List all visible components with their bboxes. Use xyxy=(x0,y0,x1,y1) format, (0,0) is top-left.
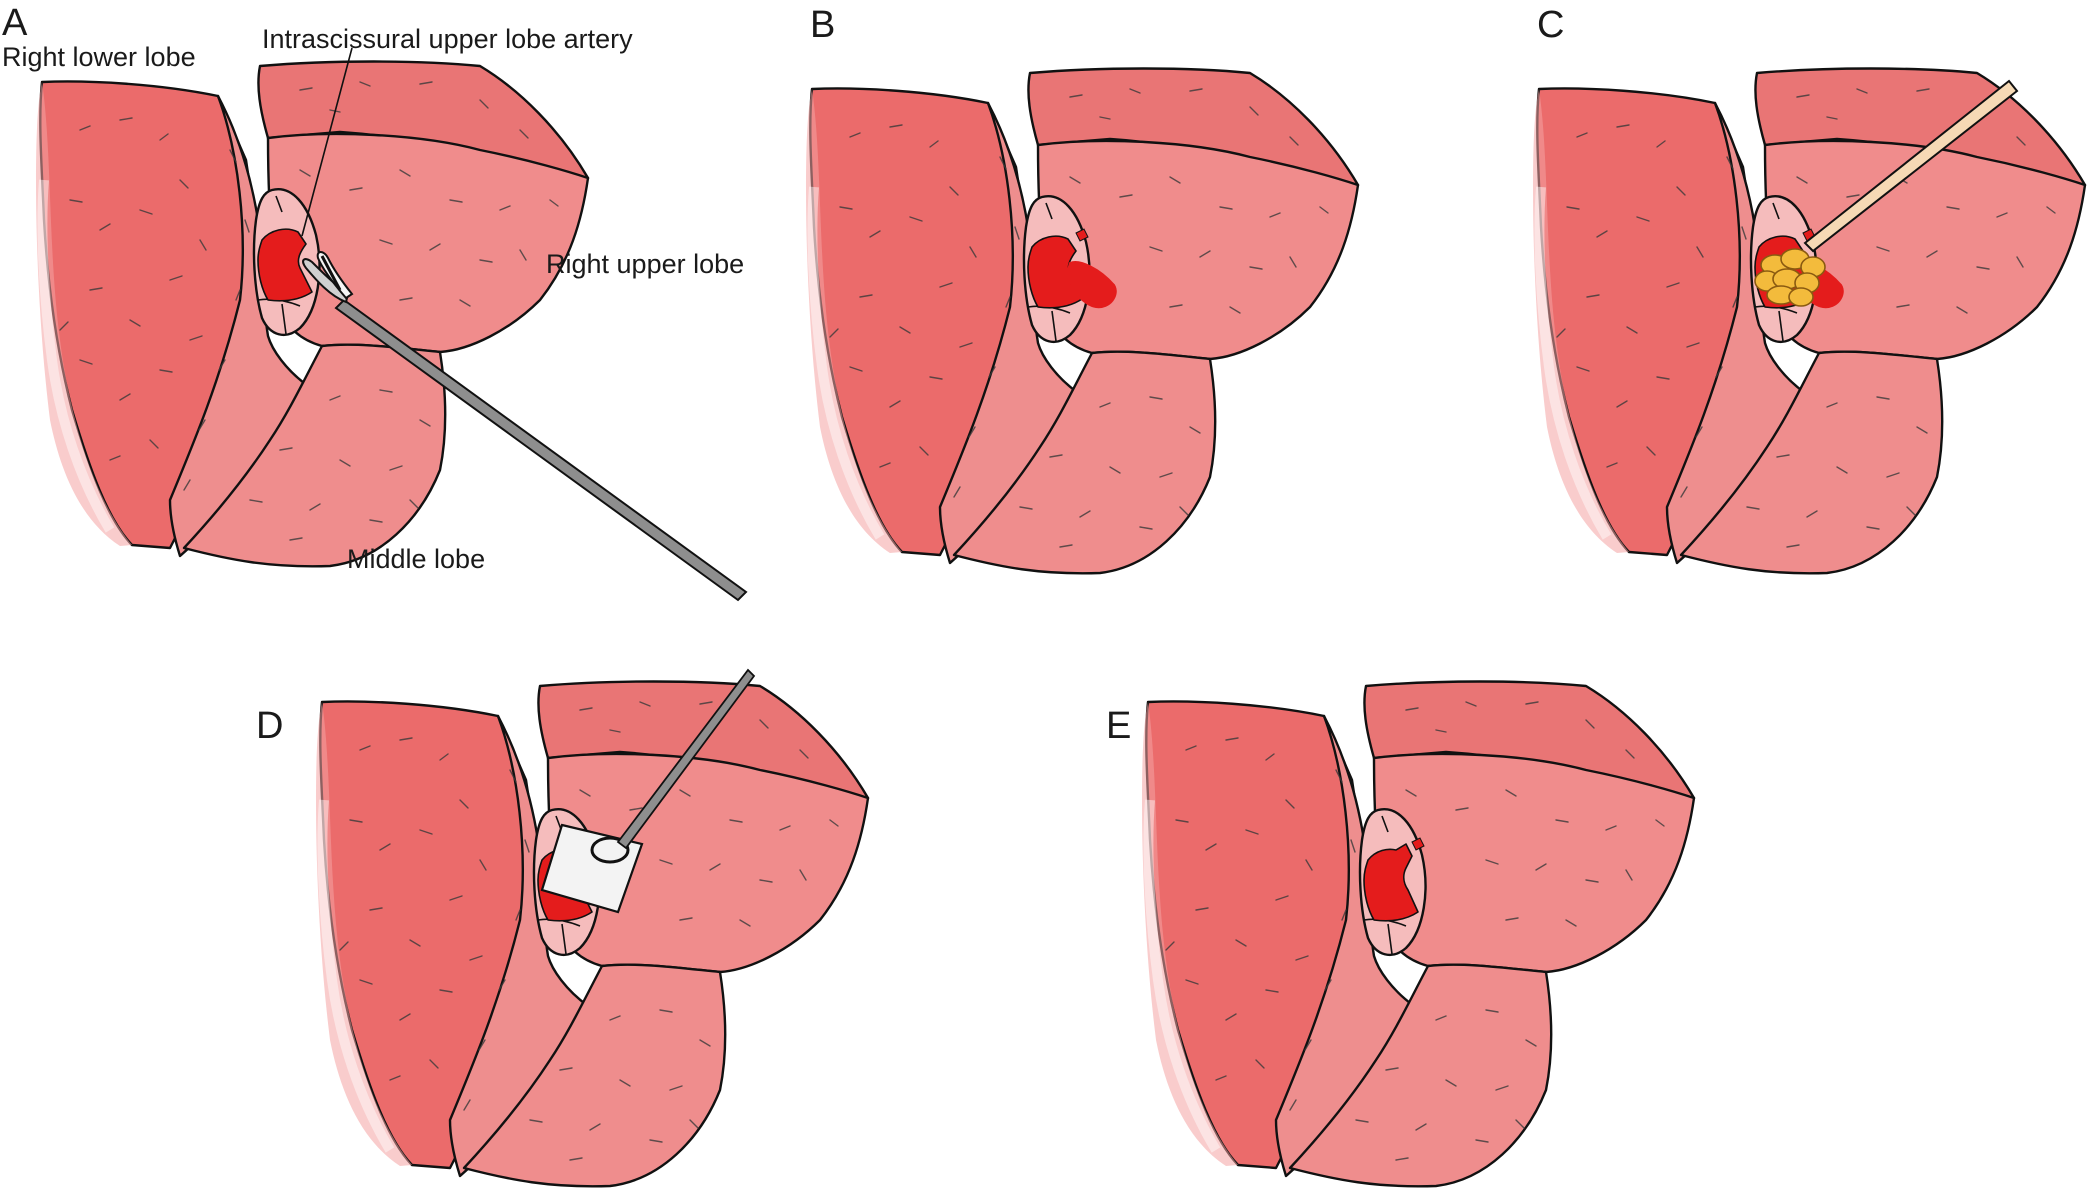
swab-stick xyxy=(1803,79,2019,253)
bleeding xyxy=(1064,228,1117,309)
label-right-upper-lobe: Right upper lobe xyxy=(546,249,744,279)
panel-letter-a: A xyxy=(2,2,28,44)
label-middle-lobe: Middle lobe xyxy=(347,544,485,574)
panel-letter-c: C xyxy=(1537,4,1564,46)
gauze-ball xyxy=(1754,248,1826,307)
panel-letter-e: E xyxy=(1106,705,1131,747)
panel-letter-d: D xyxy=(256,705,283,747)
hemostatic-patch xyxy=(540,668,756,914)
forceps-instrument xyxy=(302,251,748,602)
panel-letter-b: B xyxy=(810,4,835,46)
panel-a: A Right lower lobe Intrascissural upper … xyxy=(2,2,748,602)
panel-c: C xyxy=(1531,4,2087,575)
panel-e: E xyxy=(1106,680,1696,1188)
panel-b: B xyxy=(804,4,1360,575)
panel-d: D xyxy=(256,668,870,1188)
label-right-lower-lobe: Right lower lobe xyxy=(2,42,196,72)
label-intrascissural-artery: Intrascissural upper lobe artery xyxy=(262,24,633,54)
repaired-artery xyxy=(1363,837,1425,922)
